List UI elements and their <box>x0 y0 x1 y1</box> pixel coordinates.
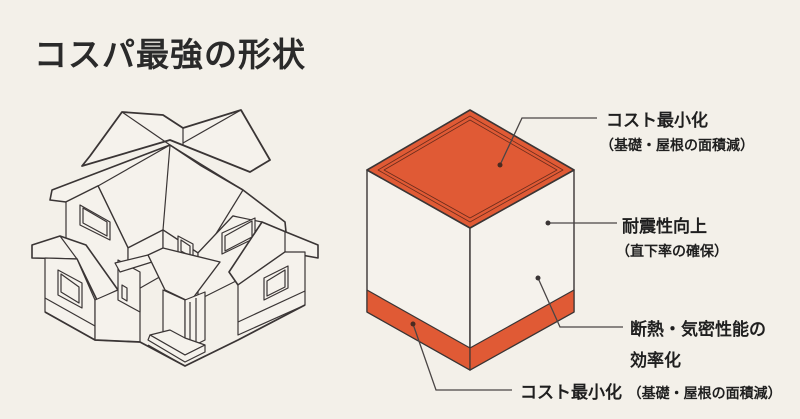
callout-insulation: 断熱・気密性能の 効率化 <box>630 315 766 371</box>
callout-seismic-main: 耐震性向上 <box>622 217 707 237</box>
leader-roof <box>499 117 597 166</box>
complex-house-illustration <box>31 109 319 367</box>
callout-seismic: 耐震性向上 （直下率の確保） <box>616 212 728 261</box>
callout-leaders <box>410 117 623 391</box>
callout-foundation-sub: （基礎・屋根の面積減） <box>627 386 782 402</box>
cube-house-illustration <box>366 109 575 371</box>
callout-roof-main: コスト最小化 <box>606 111 708 131</box>
callout-foundation-main: コスト最小化 <box>520 383 622 403</box>
callout-roof: コスト最小化 （基礎・屋根の面積減） <box>600 106 754 155</box>
leader-insulation <box>537 277 623 328</box>
callout-roof-sub: （基礎・屋根の面積減） <box>600 138 754 154</box>
callout-insulation-main: 断熱・気密性能の <box>630 320 766 340</box>
leader-foundation <box>412 323 512 391</box>
page-title: コスパ最強の形状 <box>34 35 306 74</box>
callout-foundation: コスト最小化 （基礎・屋根の面積減） <box>520 378 782 403</box>
callout-insulation-sub: 効率化 <box>630 351 681 371</box>
callout-seismic-sub: （直下率の確保） <box>616 244 728 260</box>
